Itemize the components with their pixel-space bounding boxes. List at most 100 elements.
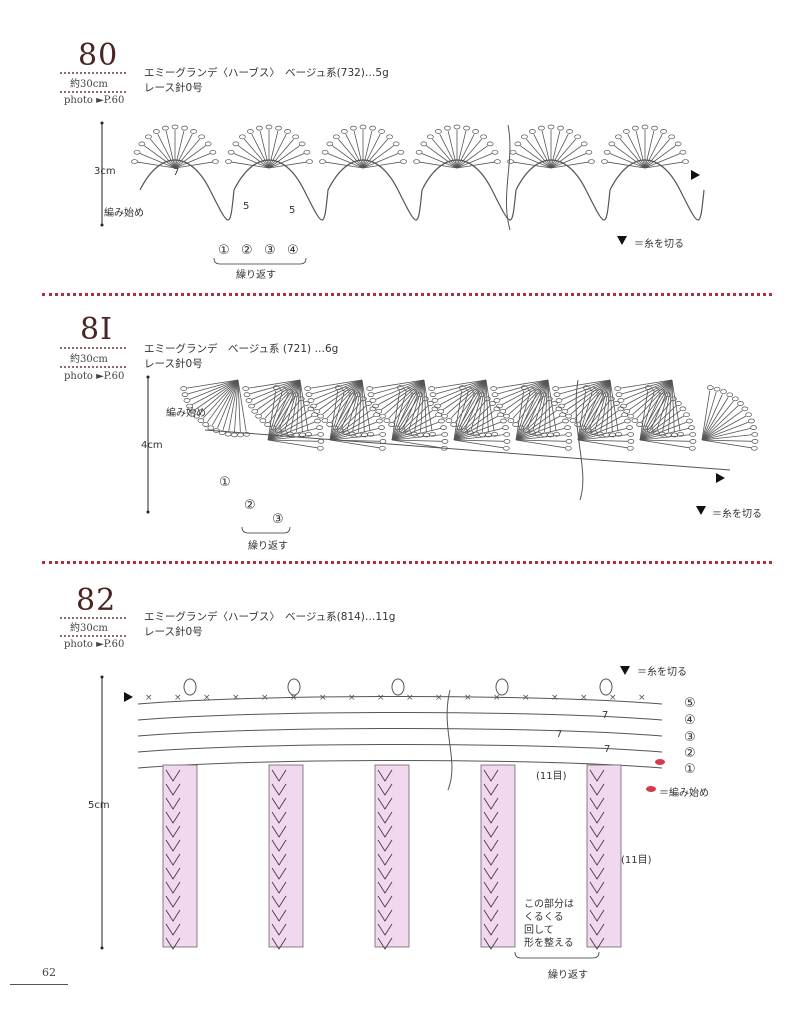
pattern-80-fan-1-spoke <box>268 145 300 169</box>
pattern-81-number: 8I <box>80 312 113 347</box>
pattern-82-fringe-stitch <box>589 923 605 936</box>
pattern-81-fan-top-2-spoke <box>331 379 363 423</box>
pattern-81-rule-bottom <box>60 366 126 368</box>
pattern-81-fan-top-7-picot <box>627 413 634 419</box>
pattern-80-start-label: 編み始め <box>104 208 144 219</box>
pattern-81-fan-top-5-spoke <box>505 379 549 410</box>
pattern-81-height-bar-end <box>146 510 150 514</box>
pattern-81-fan-top-5-spoke <box>521 379 549 426</box>
pattern-82-fringe-stitch <box>377 797 393 810</box>
pattern-81-fan-top-3-picot <box>393 425 401 431</box>
pattern-81-fan-mid-0-picot <box>314 418 321 424</box>
pattern-82-fringe-stitch <box>165 909 181 922</box>
pattern-80-fan-1-picot <box>306 159 313 164</box>
pattern-82-cut-legend-mark <box>620 666 630 675</box>
pattern-82-fringe-stitch <box>271 853 287 866</box>
pattern-81-fan-top-7-spoke <box>629 379 673 410</box>
pattern-80-length: 約30cm <box>70 79 108 90</box>
pattern-82-x-stitch: × <box>638 693 646 703</box>
pattern-81-fan-mid-0-picot <box>316 425 323 430</box>
pattern-82-yarn: エミーグランデ〈ハーブス〉 ベージュ系(814)…11g レース針0号 <box>144 610 395 640</box>
pattern-81-fan-mid-0-spoke <box>267 400 300 441</box>
pattern-81-fan-mid-6-picot <box>679 406 687 412</box>
pattern-82-fringe-stitch <box>165 839 181 852</box>
pattern-81-fan-mid-7-spoke <box>701 427 751 441</box>
pattern-82-note-line2: くるくる <box>524 912 564 923</box>
pattern-81-fan-top-5-spoke <box>547 379 557 432</box>
pattern-81-fan-mid-7-picot <box>720 389 727 394</box>
pattern-81-fan-top-5-picot <box>490 386 498 391</box>
pattern-81-fan-top-1-spoke <box>284 379 301 430</box>
pattern-81-fan-top-4-picot <box>445 418 453 423</box>
pattern-81-fan-mid-1-picot <box>379 432 387 437</box>
pattern-80-fan-5-spoke <box>644 138 670 169</box>
pattern-81-fan-top-2-spoke <box>346 379 363 430</box>
pattern-80-fan-1-picot <box>298 141 306 147</box>
pattern-81-fan-top-5-picot <box>534 431 542 437</box>
pattern-82-start-mark <box>655 759 665 765</box>
pattern-81-fan-mid-2-spoke <box>391 390 401 441</box>
pattern-81-fan-mid-7-picot <box>713 386 721 392</box>
pattern-81-fan-mid-1-spoke <box>329 439 380 449</box>
pattern-80-fan-4-picot <box>585 149 593 155</box>
pattern-81-fan-mid-5-spoke <box>577 415 623 441</box>
pattern-80-fan-5-spoke <box>614 145 646 169</box>
pattern-81-fan-mid-7-picot <box>751 439 759 444</box>
pattern-80-fan-0-spoke <box>174 133 193 169</box>
pattern-81-fan-top-7-spoke <box>671 379 675 432</box>
pattern-81-fan-top-6-picot <box>569 418 577 423</box>
pattern-81-fan-top-6-picot <box>579 425 587 431</box>
pattern-82-fringe-stitch <box>271 769 287 782</box>
pattern-81-fan-mid-5-picot <box>624 418 631 424</box>
pattern-80-fan-1-picot <box>275 125 282 131</box>
pattern-80-fan-1-spoke <box>251 133 270 169</box>
pattern-80-photo-ref: photo ►P.60 <box>64 95 125 106</box>
pattern-80-fan-3-picot <box>480 134 487 140</box>
pattern-81-fan-top-5-spoke <box>496 379 549 389</box>
pattern-81-fan-mid-7-spoke <box>701 397 729 441</box>
pattern-81-fan-mid-6-spoke <box>639 415 685 441</box>
pattern-82-loop <box>287 678 301 696</box>
pattern-81-fan-mid-1-spoke <box>329 427 379 441</box>
pattern-80-fan-3-picot <box>427 134 434 140</box>
pattern-81-fan-mid-3-spoke <box>453 394 475 441</box>
pattern-81-fan-top-0-spoke <box>187 379 239 395</box>
pattern-82-photo-ref: photo ►P.60 <box>64 639 125 650</box>
pattern-81-height-bar-end <box>146 375 150 379</box>
pattern-81-fan-top-5-picot <box>493 398 501 403</box>
page-number-rule <box>10 984 68 985</box>
pattern-81-fan-top-0-picot <box>230 432 238 438</box>
pattern-81-fan-top-4-picot <box>428 386 436 391</box>
pattern-80-fan-3-spoke <box>456 161 495 169</box>
pattern-82-fringe-stitch <box>377 867 393 880</box>
pattern-81-fan-mid-2-spoke <box>391 427 441 441</box>
pattern-80-number: 80 <box>78 38 119 73</box>
pattern-80-fan-5-spoke <box>644 153 681 169</box>
pattern-80-fan-4-spoke <box>550 145 582 169</box>
pattern-82-rule-bottom <box>60 635 126 637</box>
pattern-81-fan-top-5-spoke <box>532 379 549 430</box>
pattern-80-fan-0-spoke <box>139 153 176 169</box>
pattern-81-fan-mid-3-spoke <box>453 390 463 441</box>
pattern-82-x-stitch: × <box>609 693 617 703</box>
pattern-80-fan-3-spoke <box>456 138 482 169</box>
pattern-81-fan-mid-4-picot <box>564 425 571 430</box>
pattern-82-loop <box>599 678 613 696</box>
pattern-81-fan-mid-7-picot <box>741 406 749 412</box>
pattern-82-fringe-stitch <box>589 769 605 782</box>
pattern-81-fan-mid-1-spoke <box>329 391 345 441</box>
pattern-81-fan-mid-6-spoke <box>639 394 661 441</box>
pattern-82-fringe-3 <box>480 764 516 948</box>
pattern-81-fan-top-4-spoke <box>482 379 487 432</box>
pattern-80-fan-5-spoke <box>635 130 646 169</box>
pattern-80-row-4: ④ <box>287 243 299 258</box>
pattern-81-fan-top-7-picot <box>614 386 622 391</box>
pattern-82-fringe-stitch <box>589 825 605 838</box>
pattern-81-fan-top-4-picot <box>429 392 437 397</box>
pattern-80-fan-0-picot <box>133 149 141 155</box>
pattern-81-fan-mid-3-picot <box>503 432 511 437</box>
pattern-81-fan-top-3-spoke <box>393 379 425 423</box>
pattern-81-fan-top-6-picot <box>555 398 563 403</box>
pattern-80-height: 3cm <box>94 166 116 177</box>
